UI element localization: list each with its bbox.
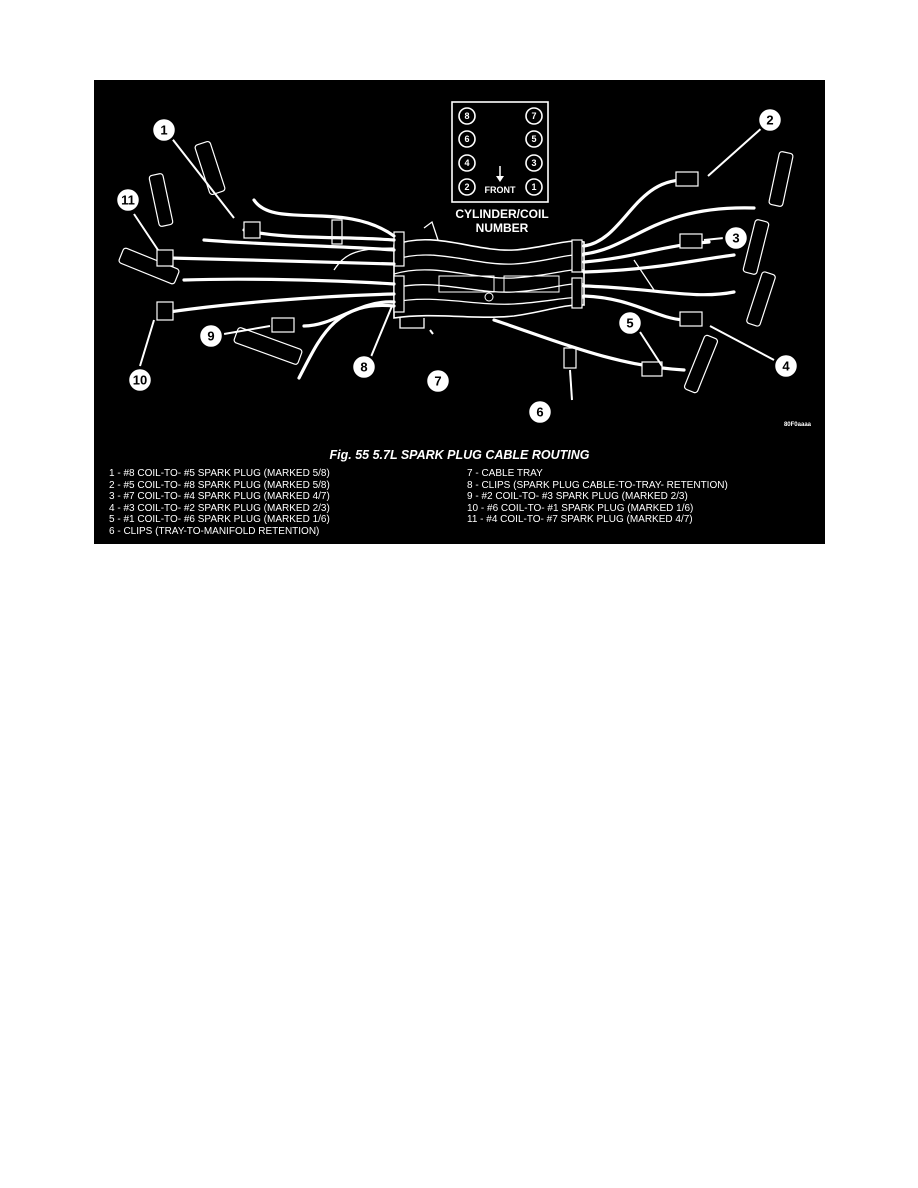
spark-plug-cable-routing-figure: 8 7 6 5 4 3 2 — [94, 80, 825, 544]
svg-text:4: 4 — [782, 359, 790, 374]
legend-item-10: 10 - #6 COIL-TO- #1 SPARK PLUG (MARKED 1… — [467, 502, 694, 514]
inset-label-line-1: CYLINDER/COIL — [455, 207, 548, 221]
legend-item-4: 4 - #3 COIL-TO- #2 SPARK PLUG (MARKED 2/… — [109, 502, 330, 514]
callout-5: 5 — [616, 309, 644, 337]
figure-caption: Fig. 55 5.7L SPARK PLUG CABLE ROUTING — [329, 448, 590, 462]
cylinder-8: 8 — [458, 107, 476, 125]
inset-label-line-2: NUMBER — [476, 221, 529, 235]
svg-text:3: 3 — [732, 231, 739, 246]
callout-6: 6 — [526, 398, 554, 426]
inset-frame — [451, 101, 549, 203]
svg-text:9: 9 — [207, 329, 214, 344]
legend-item-5: 5 - #1 COIL-TO- #6 SPARK PLUG (MARKED 1/… — [109, 514, 330, 525]
svg-text:5: 5 — [626, 316, 633, 331]
cylinder-4: 4 — [458, 154, 476, 172]
svg-text:8: 8 — [360, 360, 367, 375]
svg-text:10: 10 — [133, 373, 147, 388]
figure-watermark: 80F0aaaa — [784, 422, 812, 428]
front-label: FRONT — [485, 185, 516, 195]
callout-leaders — [133, 125, 775, 401]
svg-text:2: 2 — [766, 113, 773, 128]
spark-plug-boots — [118, 140, 794, 394]
svg-text:7: 7 — [434, 374, 441, 389]
legend-item-9: 9 - #2 COIL-TO- #3 SPARK PLUG (MARKED 2/… — [467, 491, 688, 502]
svg-text:11: 11 — [121, 193, 135, 208]
legend-item-1: 1 - #8 COIL-TO- #5 SPARK PLUG (MARKED 5/… — [109, 468, 330, 479]
svg-text:3: 3 — [531, 158, 536, 168]
legend-item-8: 8 - CLIPS (SPARK PLUG CABLE-TO-TRAY- RET… — [467, 479, 728, 491]
svg-text:4: 4 — [464, 158, 469, 168]
legend-item-11: 11 - #4 COIL-TO- #7 SPARK PLUG (MARKED 4… — [467, 514, 693, 525]
cable-tray — [393, 220, 585, 329]
front-arrow-icon — [496, 166, 504, 182]
svg-text:6: 6 — [464, 134, 469, 144]
legend-item-3: 3 - #7 COIL-TO- #4 SPARK PLUG (MARKED 4/… — [109, 491, 330, 502]
legend-item-2: 2 - #5 COIL-TO- #8 SPARK PLUG (MARKED 5/… — [109, 479, 330, 491]
callout-3: 3 — [722, 224, 750, 252]
svg-text:8: 8 — [464, 111, 469, 121]
cylinder-5: 5 — [525, 130, 543, 148]
left-cable-bundle — [167, 198, 396, 380]
svg-text:1: 1 — [531, 182, 536, 192]
callout-11: 11 — [114, 186, 142, 214]
legend-right-column: 7 - CABLE TRAY 8 - CLIPS (SPARK PLUG CAB… — [467, 468, 728, 526]
callout-8: 8 — [350, 353, 378, 381]
cylinder-7: 7 — [525, 107, 543, 125]
callout-10: 10 — [126, 366, 154, 394]
callout-2: 2 — [756, 106, 784, 134]
cable-routing-diagram: 8 7 6 5 4 3 2 — [114, 101, 812, 428]
svg-text:7: 7 — [531, 111, 536, 121]
cylinder-2: 2 — [458, 178, 476, 196]
right-cable-bundle — [492, 178, 756, 372]
callout-1: 1 — [150, 116, 178, 144]
callout-9: 9 — [197, 322, 225, 350]
svg-text:2: 2 — [464, 182, 469, 192]
cylinder-3: 3 — [525, 154, 543, 172]
cylinder-number-inset: 8 7 6 5 4 3 2 — [451, 101, 549, 203]
svg-text:5: 5 — [531, 134, 536, 144]
callout-4: 4 — [772, 352, 800, 380]
cylinder-1: 1 — [525, 178, 543, 196]
cylinder-6: 6 — [458, 130, 476, 148]
legend-item-7: 7 - CABLE TRAY — [467, 468, 543, 479]
svg-text:1: 1 — [160, 123, 167, 138]
legend-left-column: 1 - #8 COIL-TO- #5 SPARK PLUG (MARKED 5/… — [109, 468, 330, 537]
svg-text:6: 6 — [536, 405, 543, 420]
callout-7: 7 — [424, 367, 452, 395]
legend-item-6: 6 - CLIPS (TRAY-TO-MANIFOLD RETENTION) — [109, 525, 320, 537]
